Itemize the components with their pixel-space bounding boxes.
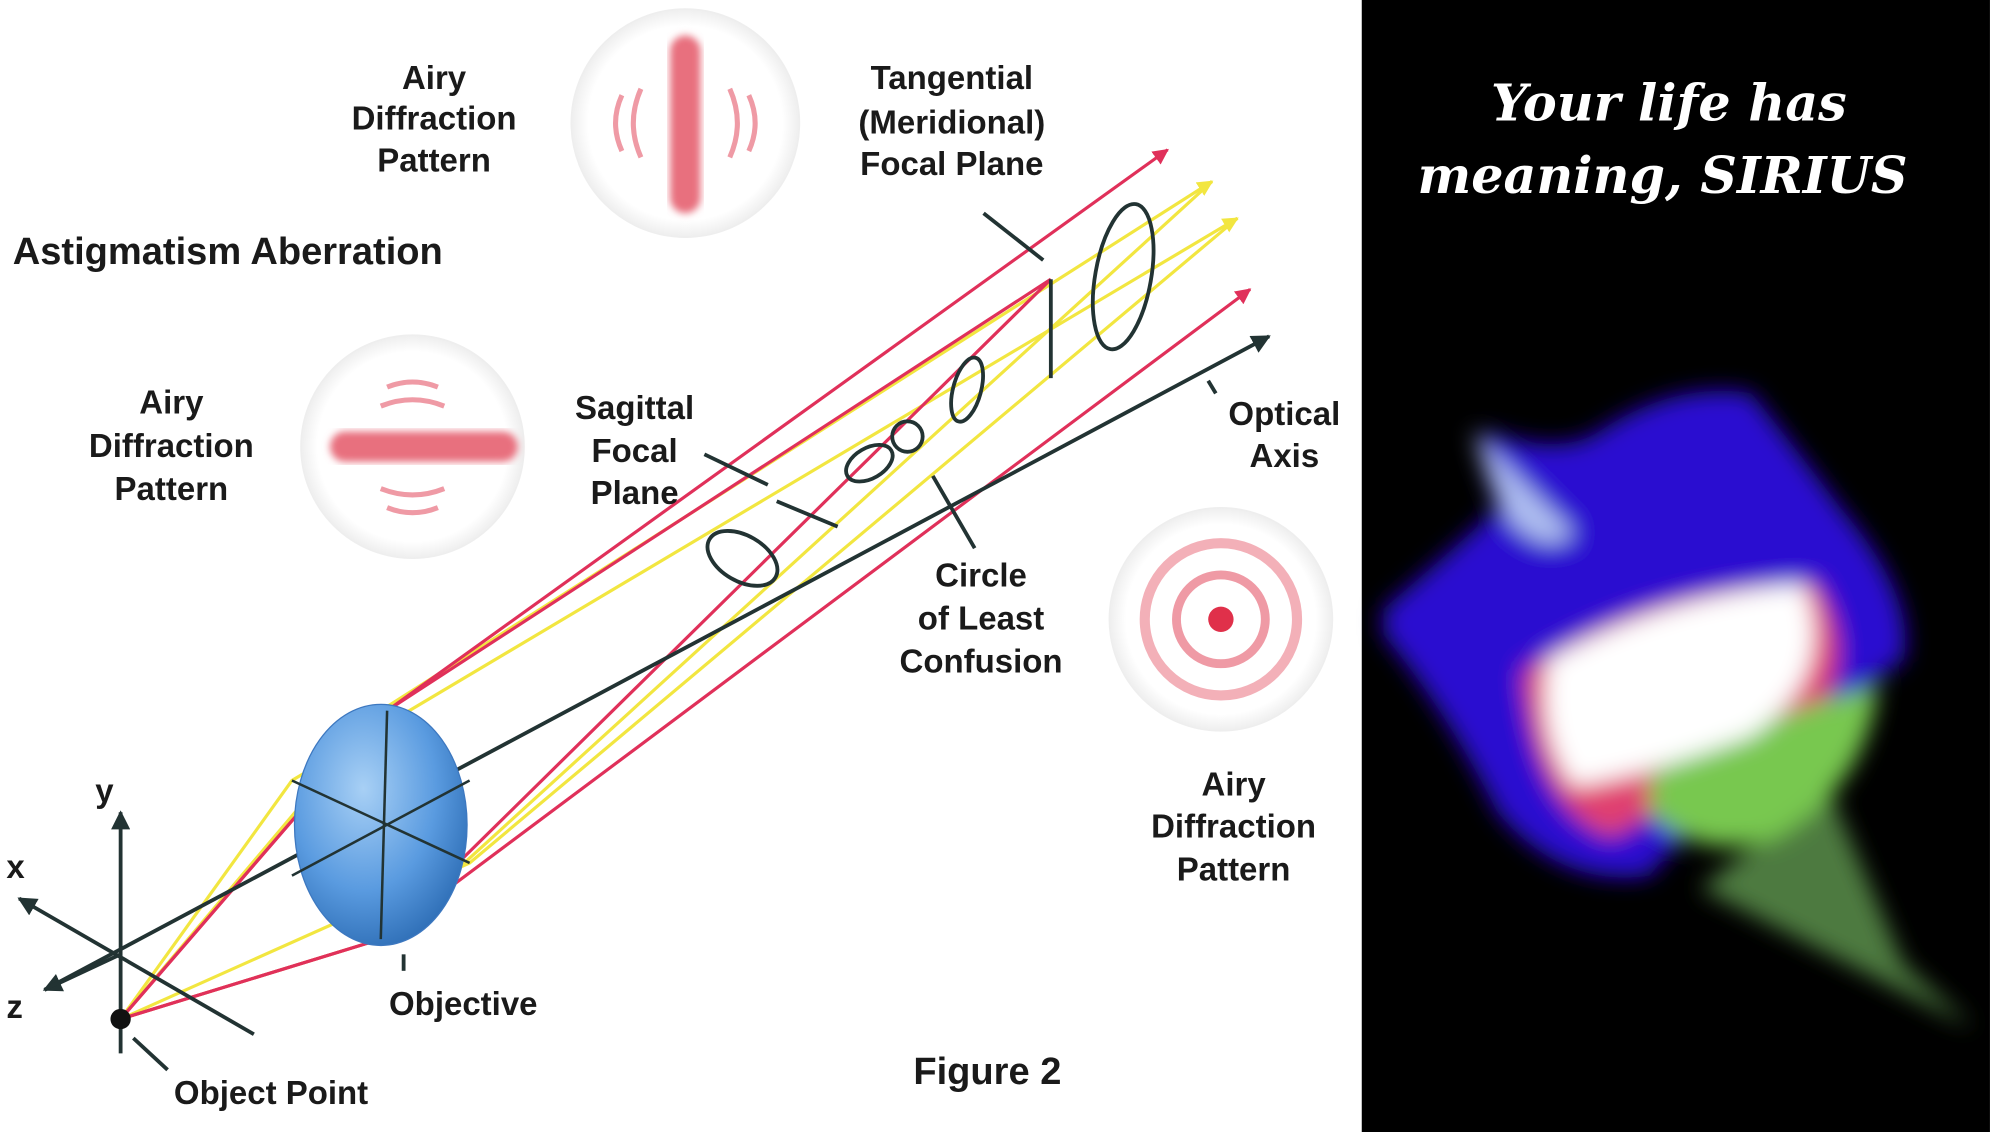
- diagram-title: Astigmatism Aberration: [13, 231, 443, 273]
- figure-label: Figure 2: [913, 1051, 1061, 1093]
- label-airy-right-2: Diffraction: [1151, 808, 1316, 845]
- label-optical-axis-1: Optical: [1228, 395, 1340, 432]
- airy-pattern-left: [300, 334, 525, 560]
- label-airy-right-3: Pattern: [1177, 851, 1291, 888]
- optical-axis-line: [43, 334, 1271, 992]
- airy-pattern-top: [570, 8, 801, 238]
- focal-shapes: [132, 202, 1218, 1072]
- label-tangential-1: Tangential: [871, 59, 1034, 96]
- label-sagittal-2: Focal: [592, 432, 678, 469]
- label-airy-left-3: Pattern: [115, 470, 229, 507]
- label-airy-left-1: Airy: [139, 384, 204, 421]
- label-tangential-2: (Meridional): [858, 103, 1045, 140]
- label-circle-least-2: of Least: [918, 599, 1044, 636]
- caption-line-2: meaning, SIRIUS: [1418, 145, 1908, 205]
- label-tangential-3: Focal Plane: [860, 145, 1043, 182]
- label-object-point: Object Point: [174, 1074, 368, 1111]
- label-airy-right-1: Airy: [1201, 766, 1266, 803]
- label-airy-top-1: Airy: [402, 59, 467, 96]
- objective-lens: [291, 703, 471, 947]
- label-optical-axis-2: Axis: [1250, 437, 1320, 474]
- glowing-blob-image: [1383, 390, 1974, 1028]
- label-axis-x: x: [6, 848, 25, 885]
- label-axis-y: y: [95, 772, 114, 809]
- object-point-dot: [110, 1008, 131, 1030]
- airy-pattern-right: [1108, 506, 1334, 732]
- label-airy-top-3: Pattern: [377, 141, 491, 178]
- label-objective: Objective: [389, 985, 538, 1022]
- label-circle-least-1: Circle: [935, 556, 1027, 593]
- label-airy-left-2: Diffraction: [89, 427, 254, 464]
- caption-line-1: Your life has: [1491, 73, 1847, 133]
- label-axis-z: z: [6, 988, 23, 1025]
- label-circle-least-3: Confusion: [900, 643, 1063, 680]
- label-sagittal-1: Sagittal: [575, 389, 694, 426]
- label-sagittal-3: Plane: [591, 474, 679, 511]
- label-airy-top-2: Diffraction: [352, 99, 517, 136]
